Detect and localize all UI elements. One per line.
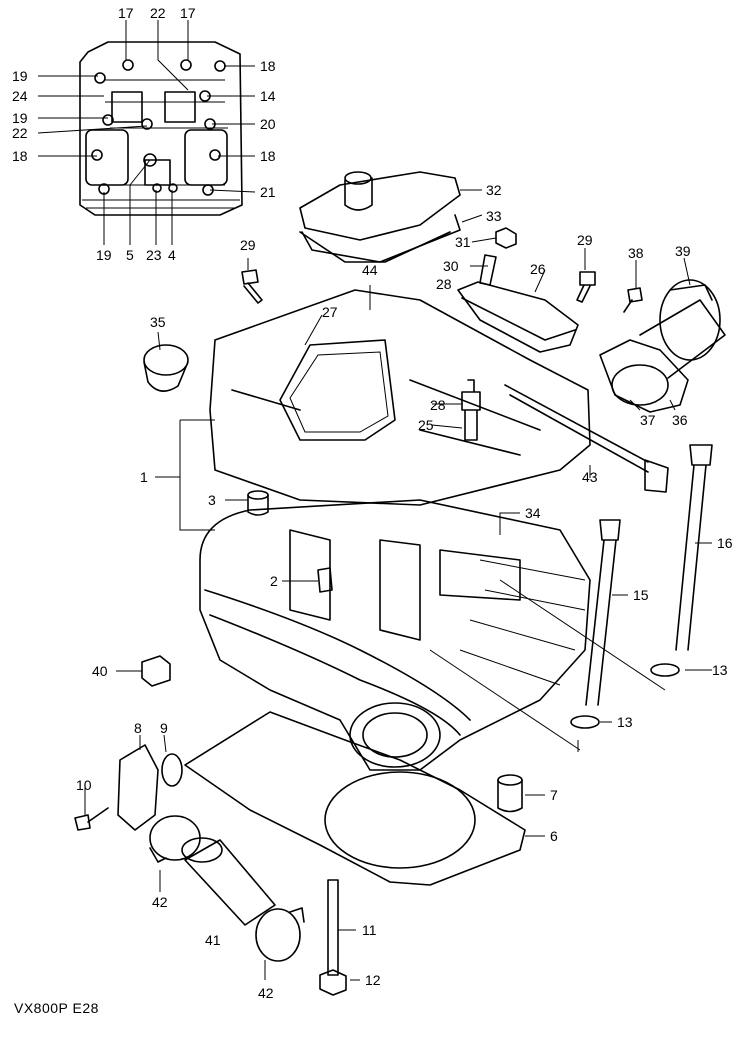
- callout-38: 38: [628, 245, 644, 261]
- callout-18c: 18: [260, 148, 276, 164]
- callout-22a: 22: [150, 5, 166, 21]
- callout-24: 24: [12, 88, 28, 104]
- cap-35: [143, 344, 189, 392]
- callout-16: 16: [717, 535, 733, 551]
- callout-13b: 13: [617, 714, 633, 730]
- dowel-3: [247, 490, 269, 516]
- callout-17a: 17: [118, 5, 134, 21]
- callout-17b: 17: [180, 5, 196, 21]
- callout-34: 34: [525, 505, 541, 521]
- callout-14: 14: [260, 88, 276, 104]
- nut-31: [495, 227, 517, 249]
- diagram-code: VX800P E28: [14, 1000, 99, 1016]
- callout-22b: 22: [12, 125, 28, 141]
- bolt-15: [585, 519, 621, 706]
- callout-36: 36: [672, 412, 688, 428]
- callout-44: 44: [362, 262, 378, 278]
- callout-19c: 19: [96, 247, 112, 263]
- bolt-10: [74, 807, 109, 831]
- screw-38: [623, 287, 643, 313]
- callout-10: 10: [76, 777, 92, 793]
- callout-23: 23: [146, 247, 162, 263]
- stud-11: [327, 879, 339, 976]
- callout-25: 25: [418, 417, 434, 433]
- bolt-29-right: [576, 271, 596, 303]
- hose-41: [181, 837, 276, 926]
- callout-28a: 28: [436, 276, 452, 292]
- callout-1: 1: [140, 469, 148, 485]
- callout-28b: 28: [430, 397, 446, 413]
- callout-8: 8: [134, 720, 142, 736]
- callout-4: 4: [168, 247, 176, 263]
- callout-39: 39: [675, 243, 691, 259]
- stud-30: [479, 254, 497, 286]
- callout-42b: 42: [258, 985, 274, 1001]
- spark-plug-25: [461, 379, 481, 441]
- callout-33: 33: [486, 208, 502, 224]
- callout-30: 30: [443, 258, 459, 274]
- callout-35: 35: [150, 314, 166, 330]
- callout-9: 9: [160, 720, 168, 736]
- callout-37: 37: [640, 412, 656, 428]
- callout-15: 15: [633, 587, 649, 603]
- callout-5: 5: [126, 247, 134, 263]
- callout-19a: 19: [12, 68, 28, 84]
- callout-20: 20: [260, 116, 276, 132]
- clamp-39: [659, 279, 721, 361]
- bolt-29-left: [241, 269, 263, 304]
- water-union-8: [117, 744, 159, 831]
- callout-31: 31: [455, 234, 471, 250]
- callout-6: 6: [550, 828, 558, 844]
- callout-42a: 42: [152, 894, 168, 910]
- head-top-view-inset: [79, 41, 243, 216]
- rubber-40: [141, 655, 171, 687]
- cylinder-head-1: [199, 289, 591, 771]
- callout-18b: 18: [12, 148, 28, 164]
- callout-7: 7: [550, 787, 558, 803]
- callout-43: 43: [582, 469, 598, 485]
- callout-26: 26: [530, 261, 546, 277]
- callout-29a: 29: [240, 237, 256, 253]
- callout-11: 11: [362, 922, 377, 938]
- callout-13a: 13: [712, 662, 728, 678]
- callout-41: 41: [205, 932, 221, 948]
- callout-18a: 18: [260, 58, 276, 74]
- cover-26: [457, 281, 579, 353]
- pipe-2: [317, 567, 333, 593]
- bolt-43: [504, 384, 669, 493]
- callout-32: 32: [486, 182, 502, 198]
- nut-12: [319, 969, 347, 996]
- o-ring-9: [161, 753, 183, 787]
- washer-13-right: [650, 663, 680, 677]
- callout-2: 2: [270, 573, 278, 589]
- bolt-16: [675, 444, 713, 651]
- head-gasket-6: [184, 711, 526, 886]
- washer-13-left: [570, 715, 600, 729]
- callout-labels: 17 22 17 18 19 24 14 19 20 22 18 18 21 1…: [12, 5, 733, 1001]
- cover-gasket-33: [299, 231, 451, 263]
- callout-40: 40: [92, 663, 108, 679]
- callout-3: 3: [208, 492, 216, 508]
- intake-pipe-37: [599, 339, 689, 413]
- intake-pipe-body-36: [639, 299, 726, 379]
- callout-12: 12: [365, 972, 381, 988]
- callout-29b: 29: [577, 232, 593, 248]
- clamp-42-bottom: [255, 907, 305, 962]
- callout-19b: 19: [12, 110, 28, 126]
- dowel-7: [497, 774, 523, 813]
- leader-lines: [37, 20, 712, 981]
- callout-27: 27: [322, 304, 338, 320]
- callout-21: 21: [260, 184, 276, 200]
